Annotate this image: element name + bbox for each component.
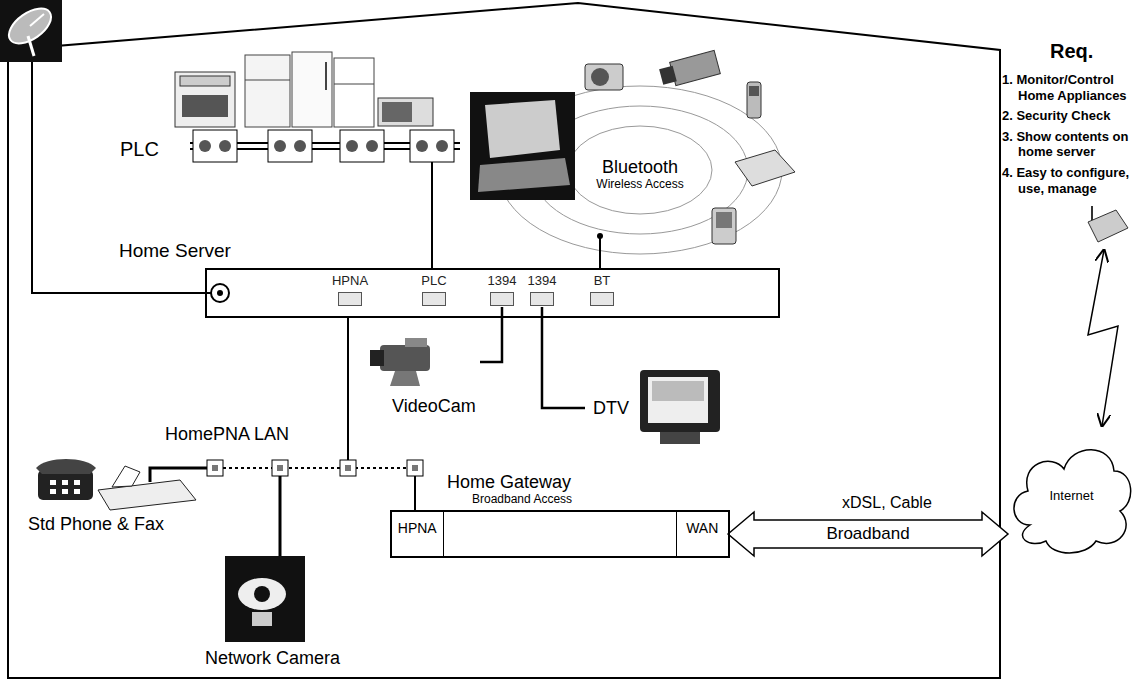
annotation-label: HomePNA LAN bbox=[165, 424, 289, 445]
dtv-device: DTV bbox=[585, 366, 725, 456]
network-camera bbox=[225, 556, 305, 642]
port-socket bbox=[338, 292, 362, 306]
house-outline bbox=[8, 3, 1000, 678]
annotation-label: Req. bbox=[1050, 40, 1093, 63]
home-server-box: Home ServerHPNAPLC13941394BT bbox=[205, 268, 780, 318]
server-port: HPNA bbox=[329, 274, 371, 307]
server-port: PLC bbox=[418, 274, 449, 307]
node-label: Home Gateway bbox=[447, 472, 571, 493]
bluetooth-devices bbox=[585, 50, 795, 244]
node-label: HPNA bbox=[332, 274, 368, 289]
wireless-link bbox=[1088, 250, 1118, 426]
node-label: HPNA bbox=[398, 520, 437, 536]
annotation-label: Wireless Access bbox=[596, 178, 683, 192]
requirements-list: 1. Monitor/Control Home Appliances 2. Sec… bbox=[1002, 72, 1138, 201]
node-label: PLC bbox=[421, 274, 446, 289]
node-label: VideoCam bbox=[392, 396, 476, 417]
requirement-item: 1. Monitor/Control Home Appliances bbox=[1002, 72, 1138, 103]
annotation-label: Std Phone & Fax bbox=[28, 514, 164, 535]
internet-cloud: Internet bbox=[1008, 425, 1135, 560]
videocam-icon bbox=[370, 338, 430, 386]
port-socket bbox=[490, 292, 514, 306]
broadband-arrow bbox=[728, 512, 1008, 556]
port-socket bbox=[530, 292, 554, 306]
node-label: BT bbox=[594, 274, 611, 289]
annotation-label: Network Camera bbox=[205, 648, 340, 669]
satellite-dish bbox=[0, 0, 62, 62]
requirement-item: 4. Easy to configure, use, manage bbox=[1002, 165, 1138, 196]
home-gateway-box: Home GatewayBroadband AccessHPNAWAN bbox=[390, 510, 730, 558]
node-label: WAN bbox=[686, 520, 718, 536]
cable-connector bbox=[542, 307, 585, 408]
node-label: Home Server bbox=[119, 240, 231, 262]
dtv-icon bbox=[640, 370, 720, 444]
port-socket bbox=[590, 292, 614, 306]
remote-wireless-device bbox=[1088, 206, 1128, 242]
edge-label: Broadband bbox=[823, 524, 912, 544]
node-label: DTV bbox=[593, 398, 629, 419]
annotation-label: xDSL, Cable bbox=[842, 494, 932, 512]
node-label: 1394 bbox=[528, 274, 557, 289]
annotation-label: PLC bbox=[120, 138, 159, 161]
cable-connector bbox=[480, 307, 502, 362]
port-socket bbox=[422, 292, 446, 306]
phone-and-fax bbox=[36, 459, 196, 510]
gateway-port: HPNA bbox=[392, 512, 444, 556]
server-port: 1394 bbox=[525, 274, 560, 307]
server-port: BT bbox=[588, 274, 616, 307]
antenna-wire bbox=[32, 62, 229, 302]
annotation-label: Bluetooth bbox=[602, 157, 678, 178]
server-port: 1394 bbox=[485, 274, 520, 307]
node-label: 1394 bbox=[488, 274, 517, 289]
bt-antenna bbox=[597, 233, 603, 268]
home-appliances bbox=[175, 52, 433, 127]
gateway-port: WAN bbox=[676, 512, 728, 556]
node-label: Internet bbox=[1049, 489, 1093, 504]
requirement-item: 2. Security Check bbox=[1002, 108, 1138, 124]
laptop bbox=[470, 92, 575, 200]
homepna-wiring bbox=[150, 318, 423, 556]
node-label: Broadband Access bbox=[472, 493, 572, 507]
requirement-item: 3. Show contents on home server bbox=[1002, 129, 1138, 160]
videocam-device: VideoCam bbox=[370, 338, 480, 419]
